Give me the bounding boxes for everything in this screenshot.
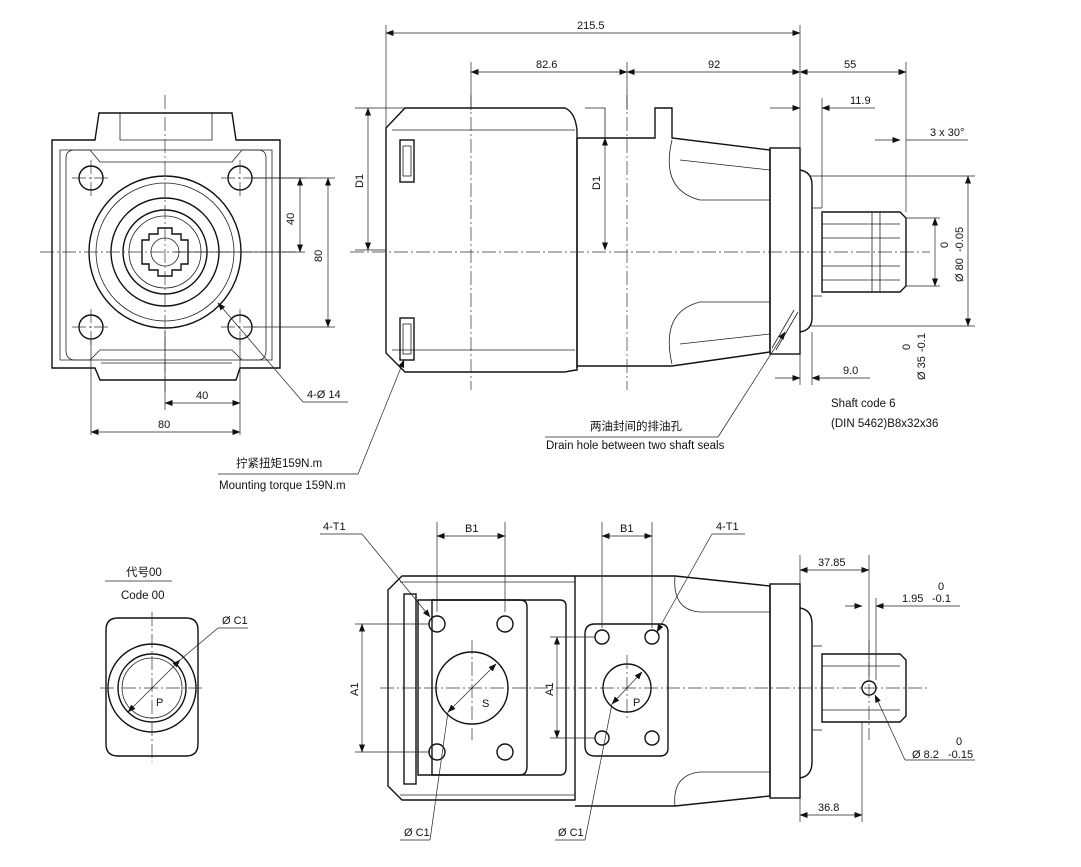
dim-b1-right: B1 <box>620 523 633 535</box>
dim-key-diam-tol-lower: -0.15 <box>948 749 973 761</box>
dim-d1-left: D1 <box>354 174 366 188</box>
dim-seal-tol-upper: 0 <box>901 344 913 350</box>
dim-pilot-tol-upper: 0 <box>939 242 951 248</box>
top-view: S P B1 B1 <box>320 521 975 841</box>
label-code-cn: 代号00 <box>126 566 162 579</box>
dim-key-tol-lower: -0.1 <box>932 593 951 605</box>
dim-key-diameter: Ø 8.2 <box>912 749 939 761</box>
label-thread-right: 4-T1 <box>716 521 739 533</box>
dim-key-diam-tol-upper: 0 <box>956 736 962 748</box>
dim-key-width: 1.95 <box>902 593 923 605</box>
label-c1-code: Ø C1 <box>222 615 248 627</box>
dim-a1-left: A1 <box>349 683 361 696</box>
note-drain-en: Drain hole between two shaft seals <box>546 440 725 452</box>
dim-a1-right: A1 <box>544 683 556 696</box>
dim-pilot-diameter: Ø 80 <box>954 258 966 282</box>
dim-seal-tol-lower: -0.1 <box>916 333 928 352</box>
dim-d1-right: D1 <box>591 176 603 190</box>
dim-overall-length: 215.5 <box>577 20 605 32</box>
label-port-p: P <box>633 697 640 709</box>
note-shaft-code: Shaft code 6 <box>831 398 896 410</box>
label-code-en: Code 00 <box>121 590 164 602</box>
dim-key-offset: 36.8 <box>818 802 839 814</box>
note-torque-cn: 拧紧扭矩159N.m <box>236 456 322 470</box>
dim-key-tol-upper: 0 <box>938 581 944 593</box>
dim-key-position: 37.85 <box>818 557 846 569</box>
label-c1-left: Ø C1 <box>404 827 430 839</box>
spline-shaft-end <box>141 227 189 277</box>
dim-flange-v: 80 <box>313 250 325 262</box>
dim-pilot-length: 9.0 <box>843 365 858 377</box>
label-port-s: S <box>482 698 489 710</box>
note-drain-cn: 两油封间的排油孔 <box>590 419 682 433</box>
label-c1-right: Ø C1 <box>558 827 584 839</box>
front-view: 40 80 40 80 4-Ø 14 <box>40 95 348 435</box>
dim-body-length: 82.6 <box>536 59 557 71</box>
splined-shaft-top <box>821 653 907 723</box>
dim-chamfer: 3 x 30° <box>930 127 964 139</box>
dim-b1-left: B1 <box>465 523 478 535</box>
side-view: 215.5 82.6 92 55 11.9 3 x 30° D1 D1 0 -0… <box>218 20 975 492</box>
note-shaft-spec: (DIN 5462)B8x32x36 <box>831 418 938 430</box>
code00-port-view: 代号00 Code 00 Ø C1 P <box>100 566 248 762</box>
label-thread-left: 4-T1 <box>323 521 346 533</box>
dim-shaft-step: 11.9 <box>850 95 871 107</box>
note-torque-en: Mounting torque 159N.m <box>219 480 346 492</box>
dim-pilot-tol-lower: -0.05 <box>954 227 966 252</box>
dim-bolt-spacing-h: 40 <box>196 390 208 402</box>
label-bolt-holes: 4-Ø 14 <box>307 389 341 401</box>
dim-shaft-protrusion: 55 <box>844 59 856 71</box>
dim-flange-h: 80 <box>158 419 170 431</box>
dim-seal-diameter: Ø 35 <box>916 356 928 380</box>
label-port-p-code: P <box>156 697 163 709</box>
dim-front-length: 92 <box>708 59 720 71</box>
dim-bolt-spacing-v: 40 <box>285 213 297 225</box>
